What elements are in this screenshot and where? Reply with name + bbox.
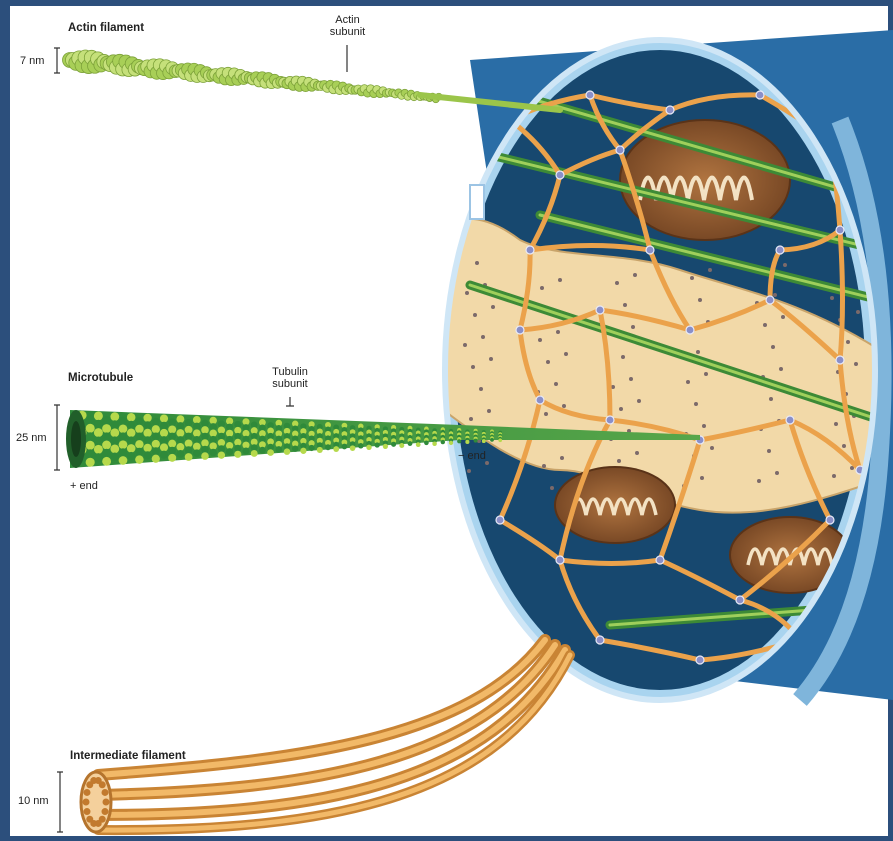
actin-size-label: 7 nm <box>20 55 44 67</box>
actin-subunit-line2: subunit <box>325 26 370 38</box>
plus-end-label: + end <box>70 480 98 492</box>
tubulin-subunit-label: Tubulin subunit <box>266 366 314 390</box>
intermediate-size-label: 10 nm <box>18 795 49 807</box>
minus-end-label: − end <box>458 450 486 462</box>
tubulin-subunit-line2: subunit <box>266 378 314 390</box>
actin-subunit-line1: Actin <box>325 14 370 26</box>
microtubule-title: Microtubule <box>68 372 133 384</box>
tubulin-subunit-line1: Tubulin <box>266 366 314 378</box>
intermediate-filament-title: Intermediate filament <box>70 750 186 762</box>
actin-filament-title: Actin filament <box>68 22 144 34</box>
actin-subunit-label: Actin subunit <box>325 14 370 38</box>
microtubule-size-label: 25 nm <box>16 432 47 444</box>
